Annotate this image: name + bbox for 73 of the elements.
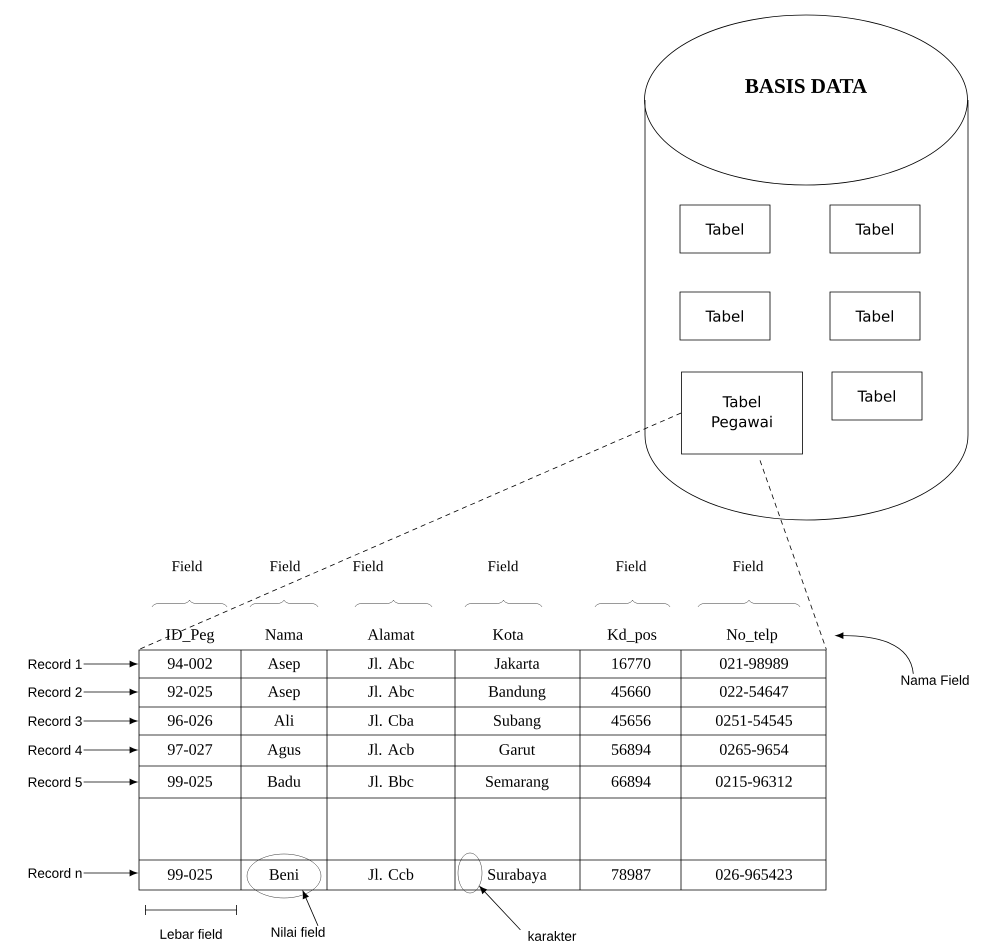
table-cell: 66894 [612, 776, 651, 787]
data-table [138, 650, 826, 890]
table-box: Tabel [832, 372, 922, 420]
dashed-line [138, 412, 682, 650]
dimension-label: Lebar field [160, 929, 222, 939]
table-cell: Jakarta [494, 658, 540, 669]
table-cell: Jl. Abc [368, 686, 414, 697]
table-cell: Subang [494, 714, 541, 730]
arrow [83, 778, 138, 786]
table-cell: Jl. Ccb [368, 868, 414, 880]
callout-label: karakter [528, 931, 576, 941]
field-label: Field [488, 560, 518, 572]
table-cell: Jl. Bbc [368, 776, 414, 787]
arrow [83, 660, 138, 668]
table-cell: Jl. Abc [368, 658, 414, 669]
table-cell: 92-025 [168, 686, 212, 697]
table-cell: 94-002 [168, 658, 212, 669]
table-cell: 0215-96312 [716, 776, 792, 787]
field-label: Field [353, 560, 384, 572]
arrow [83, 746, 138, 754]
circled-value [246, 854, 322, 898]
table-box: Tabel [830, 204, 920, 254]
table-cell: 16770 [612, 658, 650, 669]
table-cell: 96-026 [168, 715, 212, 726]
callout-label: Record 2 [28, 687, 82, 697]
dashed-line [760, 460, 827, 650]
table-cell: Agus [267, 744, 300, 758]
table-cell: 021-98989 [720, 658, 788, 669]
arrow [83, 870, 138, 876]
field-label: Field [270, 560, 300, 572]
table-cell: Jl. Cba [368, 714, 414, 726]
table-box: Tabel Pegawai [681, 372, 803, 454]
table-cell: 026-965423 [716, 869, 792, 880]
arrow [83, 718, 138, 724]
table-cell: 0265-9654 [720, 744, 788, 755]
callout-label: Record 1 [28, 659, 82, 669]
table-box: Tabel [830, 292, 920, 340]
field-label: Field [733, 560, 764, 572]
table-box: Tabel [680, 292, 770, 340]
field-label: Field [172, 560, 202, 572]
callout-label: Record 4 [28, 745, 82, 755]
table-cell: Badu [268, 776, 301, 787]
table-cell: Bandung [488, 686, 546, 700]
table-cell: 45660 [611, 686, 650, 697]
table-cell: Jl. Acb [368, 744, 414, 755]
callout-label: Record 3 [28, 716, 82, 726]
table-cell: Beni [269, 869, 299, 880]
table-cell: 022-54647 [720, 686, 788, 697]
table-cell: Asep [268, 658, 300, 672]
callout-label: Nama Field [902, 675, 969, 685]
table-cell: Surabaya [488, 868, 547, 884]
callout-label: Nilai field [272, 927, 324, 937]
column-header: ID_Peg [166, 629, 214, 644]
circled-character [458, 852, 482, 894]
callout-label: Record 5 [28, 777, 82, 787]
arrow [479, 886, 521, 930]
table-cell: 99-025 [168, 776, 212, 787]
table-cell: 99-025 [168, 869, 212, 880]
table-cell: 45656 [611, 715, 651, 726]
callout-label: Record n [28, 868, 82, 878]
table-cell: 56894 [612, 744, 651, 755]
table-cell: Asep [268, 686, 300, 700]
table-cell: 0251-54545 [716, 715, 792, 726]
arrow [302, 890, 318, 926]
table-cell: Semarang [486, 776, 549, 790]
table-cell: 78987 [612, 869, 651, 880]
table-cell: 97-027 [168, 744, 212, 755]
table-cell: Ali [274, 714, 294, 726]
table-cell: Garut [499, 744, 536, 755]
field-label: Field [616, 560, 646, 572]
table-box: Tabel [680, 204, 770, 254]
arrow [83, 688, 138, 696]
arrow [836, 632, 914, 674]
